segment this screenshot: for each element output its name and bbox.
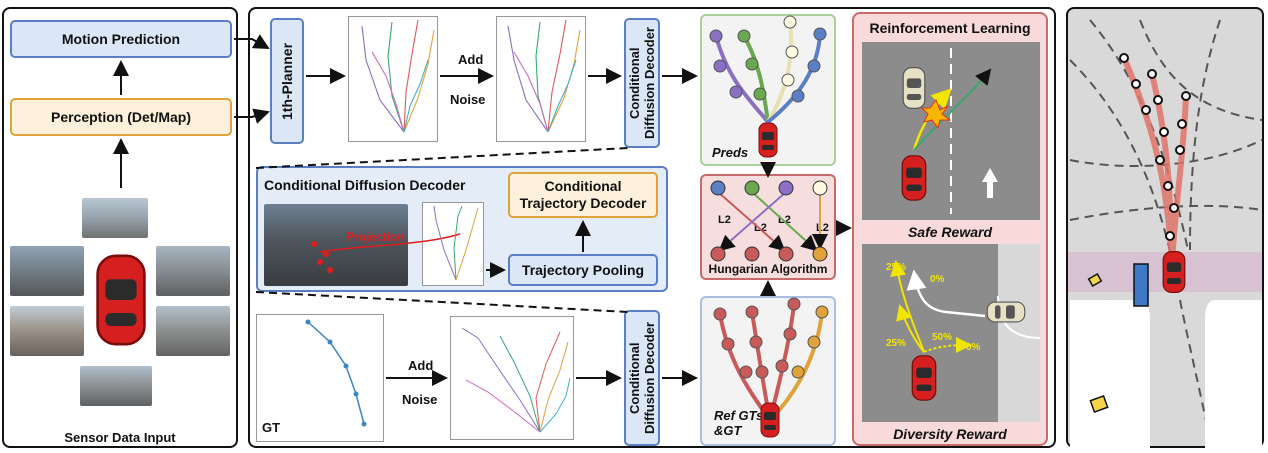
trajectory-pooling-box: Trajectory Pooling (508, 254, 658, 286)
decoder-detail-title: Conditional Diffusion Decoder (264, 177, 466, 193)
prob-0-right: 0% (966, 342, 981, 353)
l2-label-1: L2 (718, 214, 731, 226)
camera-front-right-image (156, 246, 230, 296)
motion-prediction-box: Motion Prediction (10, 20, 232, 58)
ref-gts-line1: Ref GTs (714, 408, 764, 423)
camera-front-left-image (10, 246, 84, 296)
projection-label: Projection (346, 230, 405, 244)
conditional-trajectory-decoder-box: Conditional Trajectory Decoder (508, 172, 658, 218)
camera-back-left-image (10, 306, 84, 356)
add-label-bottom: Add (408, 358, 434, 373)
prob-0-top: 0% (930, 274, 945, 285)
ref-gts-line2: &GT (714, 423, 742, 438)
diversity-reward-label: Diversity Reward (893, 426, 1007, 442)
cdd-box-bottom: Conditional Diffusion Decoder (624, 310, 660, 446)
camera-back-image (80, 366, 152, 406)
ref-gts-label: Ref GTs &GT (714, 408, 763, 438)
rl-title: Reinforcement Learning (869, 20, 1031, 36)
noise-label-top: Noise (450, 92, 486, 107)
safe-reward-label: Safe Reward (907, 224, 993, 240)
prob-25-bottom: 25% (886, 338, 907, 349)
sensor-input-label: Sensor Data Input (64, 430, 176, 445)
gt-label: GT (262, 420, 281, 435)
perception-box: Perception (Det/Map) (10, 98, 232, 136)
prob-50: 50% (932, 332, 953, 343)
preds-label: Preds (712, 145, 749, 160)
camera-back-right-image (156, 306, 230, 356)
cdd-box-top: Conditional Diffusion Decoder (624, 18, 660, 148)
camera-front-image (82, 198, 148, 238)
hungarian-algorithm-label: Hungarian Algorithm (708, 262, 828, 276)
traj-decoder-line2: Trajectory Decoder (519, 195, 647, 211)
add-label-top: Add (458, 52, 484, 67)
traj-decoder-line1: Conditional (544, 178, 622, 194)
plot-noised-gt-trajectories (450, 316, 574, 440)
noise-label-bottom: Noise (402, 392, 438, 407)
